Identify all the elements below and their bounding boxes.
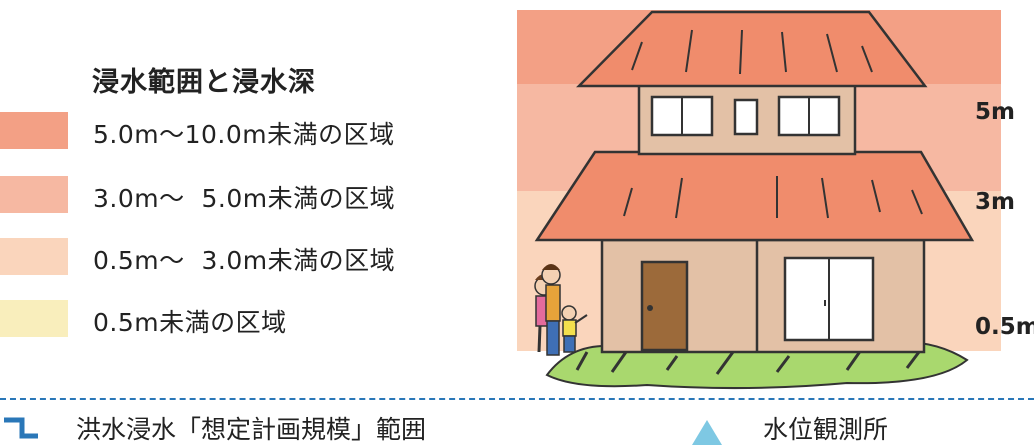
water-level-station-label: 水位観測所 <box>763 415 889 444</box>
legend-label-05-3m: 0.5m〜 3.0m未満の区域 <box>93 246 396 275</box>
legend-swatch-3-5m <box>0 176 68 213</box>
flood-boundary-icon <box>4 417 38 439</box>
water-level-station-icon <box>692 420 722 445</box>
legend-swatch-under-05m <box>0 300 68 337</box>
level-label-3m: 3m <box>975 189 1015 215</box>
legend-swatch-5-10m <box>0 112 68 149</box>
level-label-5m: 5m <box>975 99 1015 125</box>
lower-roof <box>534 150 975 242</box>
legend-label-5-10m: 5.0m〜10.0m未満の区域 <box>93 120 395 149</box>
legend-label-3-5m: 3.0m〜 5.0m未満の区域 <box>93 184 396 213</box>
section-divider <box>0 398 1034 400</box>
level-label-05m: 0.5m <box>975 314 1034 340</box>
legend-label-under-05m: 0.5m未満の区域 <box>93 308 287 337</box>
upper-window-center <box>733 98 759 136</box>
legend-title: 浸水範囲と浸水深 <box>92 67 316 98</box>
legend-swatch-05-3m <box>0 238 68 275</box>
family-figures <box>534 264 588 356</box>
house-illustration <box>534 10 975 390</box>
upper-roof <box>576 10 928 88</box>
flood-boundary-label: 洪水浸水「想定計画規模」範囲 <box>76 415 427 444</box>
